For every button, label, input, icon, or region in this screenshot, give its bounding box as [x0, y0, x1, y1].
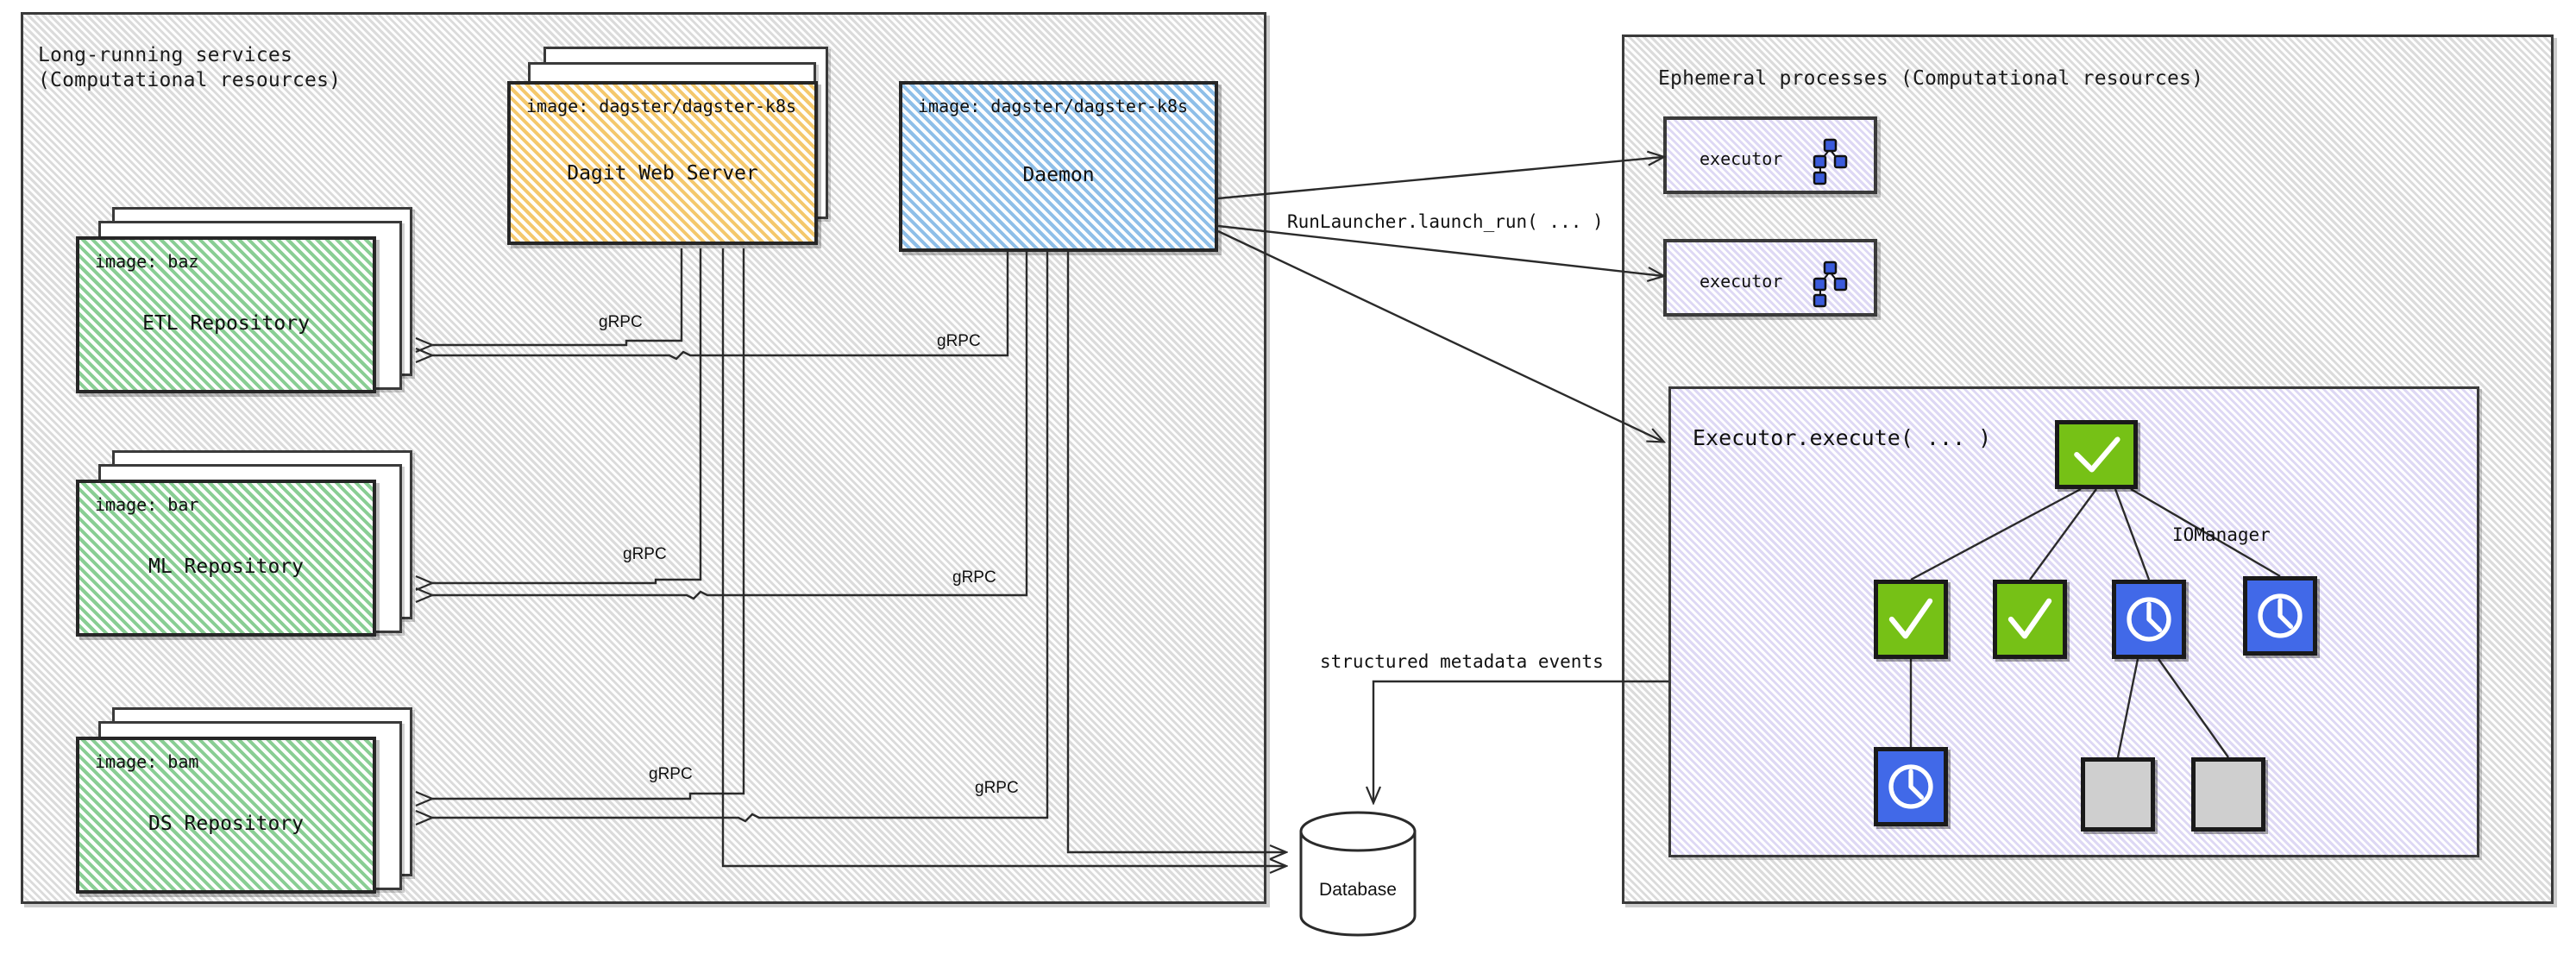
executor-1-label: executor	[1700, 148, 1783, 169]
dag-icon	[1805, 135, 1855, 185]
dag-node-root-success[interactable]	[2055, 420, 2138, 489]
clock-icon	[2127, 597, 2171, 642]
structured-metadata-events-label: structured metadata events	[1320, 651, 1604, 672]
check-icon	[2074, 436, 2120, 473]
grpc-label-3: gRPC	[623, 545, 667, 563]
edge-daemon-executor2	[1217, 224, 1663, 276]
executor-box-1[interactable]: executor	[1663, 116, 1877, 194]
daemon-card[interactable]: image: dagster/dagster-k8s Daemon	[899, 81, 1225, 259]
dag-node-success-b[interactable]	[1993, 580, 2067, 659]
etl-image-label: image: baz	[95, 251, 199, 272]
grpc-label-6: gRPC	[975, 779, 1019, 797]
etl-repository-card[interactable]: image: baz ETL Repository	[76, 207, 421, 404]
long-running-services-title: Long-running services (Computational res…	[38, 44, 342, 92]
daemon-image-label: image: dagster/dagster-k8s	[918, 96, 1189, 116]
grpc-label-2: gRPC	[937, 332, 981, 350]
grpc-label-4: gRPC	[952, 568, 996, 587]
database-cylinder[interactable]	[1297, 811, 1418, 938]
dag-icon	[1805, 258, 1855, 308]
dagit-card-front[interactable]: image: dagster/dagster-k8s Dagit Web Ser…	[507, 81, 818, 245]
daemon-card-front[interactable]: image: dagster/dagster-k8s Daemon	[899, 81, 1218, 252]
dag-node-queued-a[interactable]	[2081, 757, 2155, 832]
clock-icon	[2258, 593, 2303, 638]
dag-node-running-c[interactable]	[1874, 747, 1948, 826]
dag-node-running-b[interactable]	[2243, 576, 2317, 656]
grpc-label-1: gRPC	[599, 313, 643, 331]
executor-box-2[interactable]: executor	[1663, 239, 1877, 317]
dag-node-queued-b[interactable]	[2191, 757, 2265, 832]
ml-name-label: ML Repository	[148, 555, 304, 578]
check-icon	[2007, 598, 2052, 639]
ds-card-front[interactable]: image: bam DS Repository	[76, 737, 376, 894]
ml-repository-card[interactable]: image: bar ML Repository	[76, 450, 421, 647]
ml-card-front[interactable]: image: bar ML Repository	[76, 480, 376, 637]
executor-2-label: executor	[1700, 271, 1783, 292]
ml-image-label: image: bar	[95, 494, 199, 515]
ephemeral-processes-title: Ephemeral processes (Computational resou…	[1658, 67, 2204, 90]
dagit-image-label: image: dagster/dagster-k8s	[526, 96, 797, 116]
dag-node-running-a[interactable]	[2112, 580, 2186, 659]
check-icon	[1888, 598, 1933, 639]
clock-icon	[1888, 764, 1933, 809]
run-launcher-label: RunLauncher.launch_run( ... )	[1287, 211, 1604, 232]
executor-execute-title: Executor.execute( ... )	[1693, 425, 1992, 450]
io-manager-label: IOManager	[2172, 524, 2271, 545]
ds-image-label: image: bam	[95, 751, 199, 772]
etl-card-front[interactable]: image: baz ETL Repository	[76, 236, 376, 393]
daemon-name-label: Daemon	[1022, 164, 1095, 186]
dag-node-success-a[interactable]	[1874, 580, 1948, 659]
ds-repository-card[interactable]: image: bam DS Repository	[76, 707, 421, 904]
dagit-web-server-card[interactable]: image: dagster/dagster-k8s Dagit Web Ser…	[507, 47, 833, 248]
edge-daemon-executor1	[1217, 157, 1663, 200]
edge-daemon-execute-panel	[1217, 229, 1663, 442]
etl-name-label: ETL Repository	[142, 312, 310, 335]
ds-name-label: DS Repository	[148, 813, 304, 835]
grpc-label-5: gRPC	[649, 765, 693, 783]
database-label: Database	[1319, 880, 1397, 900]
dagit-name-label: Dagit Web Server	[567, 162, 758, 185]
